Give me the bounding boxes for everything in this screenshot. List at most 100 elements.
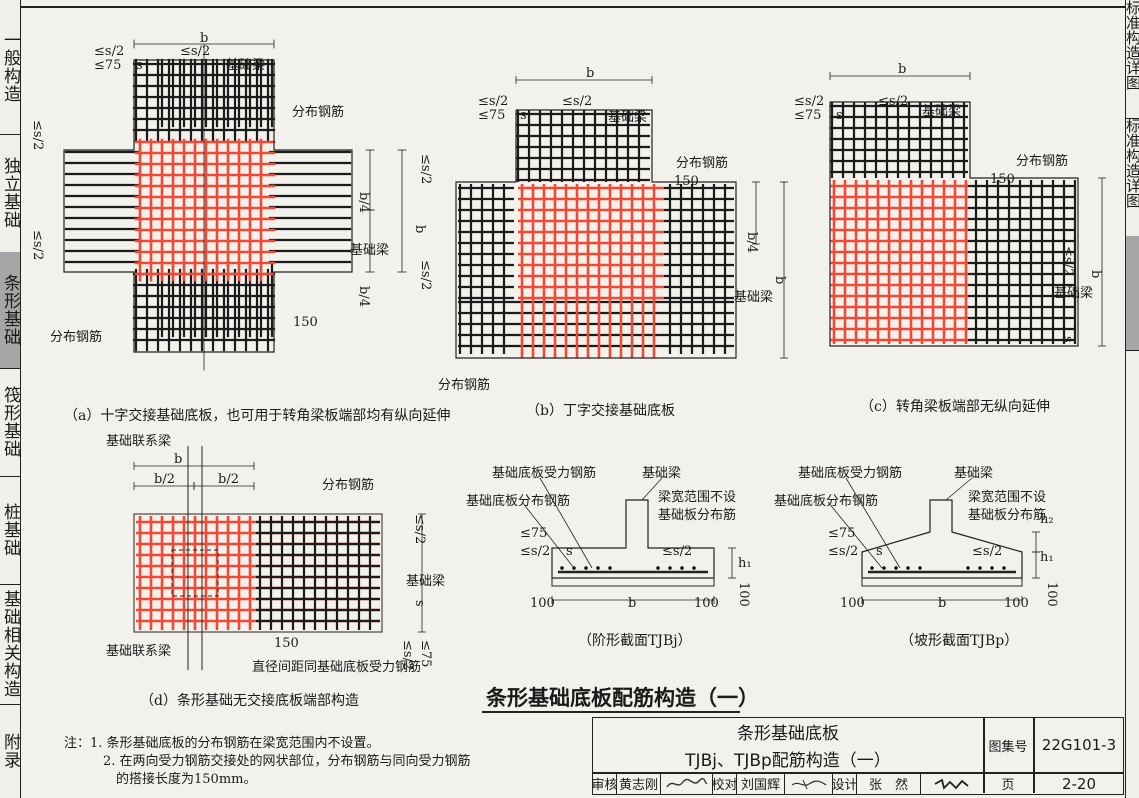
section-dist-rebar-dot xyxy=(692,566,696,570)
dim-b: b xyxy=(586,66,595,81)
label-distribution-rebar: 分布钢筋 xyxy=(438,378,491,393)
design-name: 张 然 xyxy=(857,773,921,794)
dim-75: ≤75 xyxy=(828,526,856,541)
right-tab-1[interactable]: 标准构造详图 xyxy=(1126,0,1139,119)
left-sidebar: 一般构造 独立基础 条形基础 筏形基础 桩基础 基础相关构造 附录 xyxy=(0,0,21,798)
slab-outline xyxy=(133,513,383,633)
dim-150: 150 xyxy=(674,174,699,189)
dim-b: b xyxy=(174,452,183,467)
sidebar-tab-strip[interactable]: 条形基础 xyxy=(0,252,20,369)
dim-b: b xyxy=(898,62,907,77)
section-base xyxy=(551,577,715,587)
label-beam: 基础梁 xyxy=(608,110,648,125)
notes-prefix: 注： xyxy=(64,736,91,751)
section-slope-drawing xyxy=(827,477,1040,604)
dim-s2: ≤s/2 xyxy=(30,230,45,261)
figure-a: b ≤s/2 ≤75 s ≤s/2 基础梁 分布钢筋 b/4 b/4 b 基础梁… xyxy=(30,30,427,390)
dim-b2: b/2 xyxy=(154,472,175,487)
section-dist-rebar-dot xyxy=(1002,566,1006,570)
label-beam: 基础梁 xyxy=(954,466,994,481)
section-dist-rebar-dot xyxy=(596,566,600,570)
sidebar-tab-raft[interactable]: 筏形基础 xyxy=(0,368,20,477)
sidebar-tab-general[interactable]: 一般构造 xyxy=(0,0,20,135)
figure-d-caption: （d）条形基础无交接底板端部构造 xyxy=(140,693,359,709)
leader-line xyxy=(845,477,901,569)
sidebar-tab-label: 附录 xyxy=(0,733,20,769)
dim-h1: h₁ xyxy=(738,556,752,571)
sidebar-tab-related[interactable]: 基础相关构造 xyxy=(0,584,20,705)
dim-b: b xyxy=(412,225,427,234)
review-label: 审核 xyxy=(592,773,618,794)
check-name: 刘国辉 xyxy=(737,773,785,794)
dim-100: 100 xyxy=(840,596,865,611)
right-tab-label: 标准构造详图 xyxy=(1126,118,1139,208)
label-note-1: 梁宽范围不设 xyxy=(968,490,1047,505)
sidebar-tab-label: 条形基础 xyxy=(0,274,20,346)
review-name: 黄志刚 xyxy=(617,773,661,794)
right-tab-4[interactable] xyxy=(1126,350,1139,798)
dim-75: ≤75 xyxy=(794,108,822,123)
label-note-1: 梁宽范围不设 xyxy=(658,490,737,505)
label-beam: 基础梁 xyxy=(922,104,962,119)
dim-h2: h₂ xyxy=(1040,512,1054,527)
sidebar-tab-label: 一般构造 xyxy=(0,31,20,103)
leader-line xyxy=(827,501,883,569)
label-same-diameter: 直径间距同基础底板受力钢筋 xyxy=(252,660,422,675)
design-signature xyxy=(921,773,983,794)
label-distribution-rebar: 分布钢筋 xyxy=(322,478,375,493)
dim-b4: b/4 xyxy=(356,286,371,307)
page-label: 页 xyxy=(1001,778,1015,793)
figure-b-caption: （b）丁字交接基础底板 xyxy=(526,403,675,419)
label-note-2: 基础板分布筋 xyxy=(658,508,737,523)
section-dist-rebar-dot xyxy=(560,566,564,570)
figure-b: b ≤s/2 ≤75 s ≤s/2 基础梁 分布钢筋 150 b/4 b 基础梁… xyxy=(418,64,798,394)
dim-s2: ≤s/2 xyxy=(418,260,433,291)
leader-line xyxy=(945,477,973,501)
section-step-drawing xyxy=(521,477,736,604)
leader-line xyxy=(539,477,593,569)
sidebar-tab-pile[interactable]: 桩基础 xyxy=(0,476,20,585)
right-tab-2[interactable]: 标准构造详图 xyxy=(1126,118,1139,237)
label-beam: 基础梁 xyxy=(406,574,446,589)
notes-line-1: 注：1. 条形基础底板的分布钢筋在梁宽范围内不设置。 xyxy=(64,735,471,753)
section-dist-rebar-dot xyxy=(966,566,970,570)
label-beam-side: 基础梁 xyxy=(1054,286,1094,301)
leader-line xyxy=(521,501,575,569)
dim-h1: h₁ xyxy=(1040,550,1054,565)
dim-b: b xyxy=(772,276,787,285)
right-tab-3[interactable] xyxy=(1126,236,1139,351)
label-link-beam: 基础联系梁 xyxy=(106,434,172,449)
figure-c-drawing xyxy=(829,72,1106,347)
dim-75: ≤75 xyxy=(94,58,122,73)
label-distribution-rebar: 分布钢筋 xyxy=(292,105,345,120)
sidebar-tab-appendix[interactable]: 附录 xyxy=(0,704,20,798)
title-block-title-1: 条形基础底板 xyxy=(737,724,839,744)
review-signature-mark xyxy=(665,777,707,787)
label-beam: 基础梁 xyxy=(226,58,266,73)
dim-s: s xyxy=(1060,336,1075,343)
section-dist-rebar-dot xyxy=(978,566,982,570)
dim-s2: ≤s/2 xyxy=(30,120,45,151)
design-label: 设计 xyxy=(832,773,858,794)
section-dist-rebar-dot xyxy=(894,566,898,570)
dim-s2: ≤s/2 xyxy=(662,544,693,559)
section-dist-rebar-dot xyxy=(656,566,660,570)
section-slope: 基础底板受力钢筋 基础梁 基础底板分布钢筋 梁宽范围不设 基础板分布筋 ≤75 … xyxy=(772,460,1072,630)
section-dist-rebar-dot xyxy=(990,566,994,570)
section-dist-rebar-dot xyxy=(882,566,886,570)
figure-c-caption: （c）转角梁板端部无纵向延伸 xyxy=(860,399,1050,415)
dim-s2: ≤s/2 xyxy=(180,44,211,59)
dim-s2: ≤s/2 xyxy=(94,44,125,59)
title-block-title-2: TJBj、TJBp配筋构造（一） xyxy=(685,751,891,771)
section-base xyxy=(861,577,1023,587)
sidebar-tab-independent[interactable]: 独立基础 xyxy=(0,134,20,253)
right-sidebar: 标准构造详图 标准构造详图 xyxy=(1125,0,1139,798)
figure-d-drawing xyxy=(133,446,426,670)
dim-s: s xyxy=(876,544,883,559)
figure-c: b ≤s/2 ≤75 s ≤s/2 基础梁 分布钢筋 150 基础梁 b ≤s/… xyxy=(790,60,1120,390)
dim-75: ≤75 xyxy=(478,108,506,123)
dim-b: b xyxy=(1088,270,1103,279)
figure-outline xyxy=(455,109,737,359)
tb-divider xyxy=(983,718,985,793)
figure-a-drawing xyxy=(63,39,407,371)
